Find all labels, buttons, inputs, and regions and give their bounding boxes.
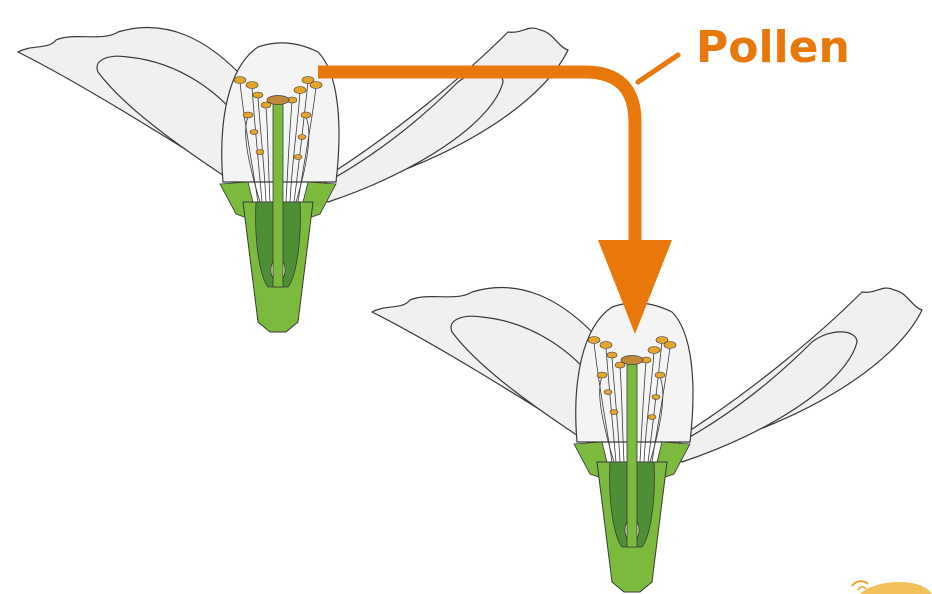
pollen-label: Pollen: [696, 22, 850, 73]
recipient-flower: [372, 288, 922, 592]
logo-mark-icon: [852, 581, 932, 594]
pollen-label-leader: [638, 55, 678, 82]
